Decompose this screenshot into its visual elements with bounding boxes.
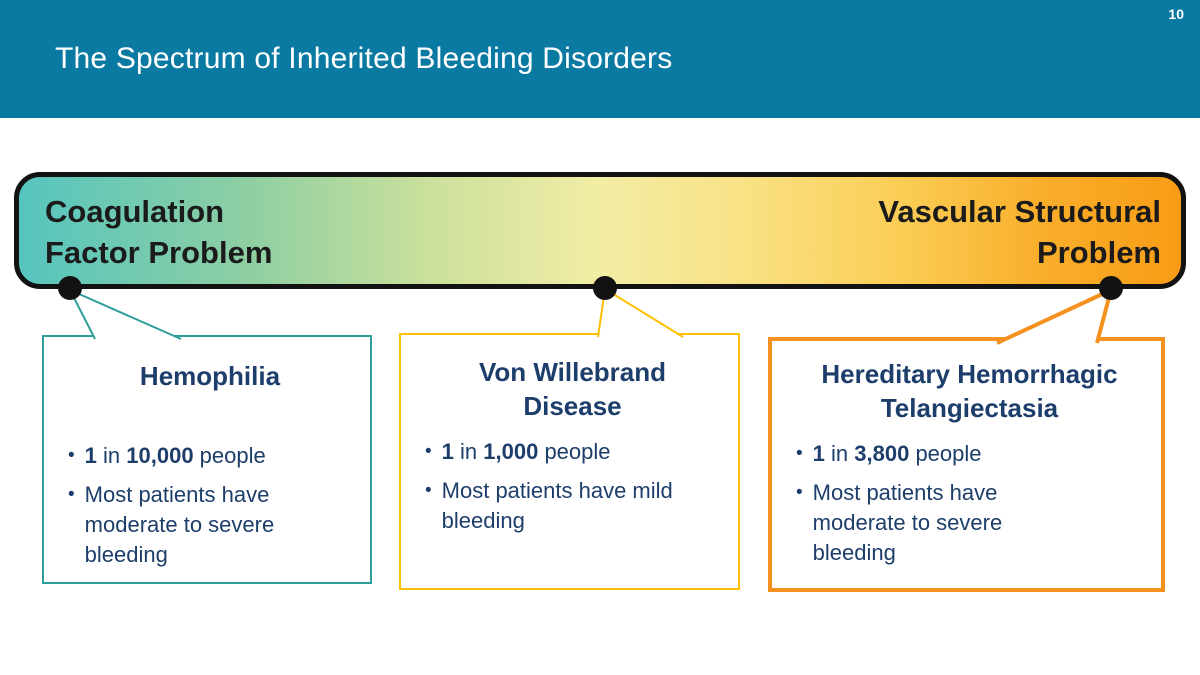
bullet-dot: • — [68, 484, 75, 505]
header-band: 10 The Spectrum of Inherited Bleeding Di… — [0, 0, 1200, 118]
bullet-dot: • — [68, 445, 75, 466]
slide-title: The Spectrum of Inherited Bleeding Disor… — [55, 42, 673, 75]
card-hemophilia-title: Hemophilia — [139, 361, 281, 391]
card-hht-bullets: • 1 in 3,800 people • Most patients have… — [790, 439, 1149, 568]
vwd-pointer-line — [604, 288, 684, 338]
hht-pointer-fill — [997, 290, 1111, 343]
hht-pointer-line — [996, 288, 1112, 345]
hemophilia-pointer-line — [69, 289, 182, 340]
vwd-pointer-fill — [598, 289, 683, 337]
bullet-text: Most patients have moderate to severe bl… — [84, 482, 275, 567]
bullet-item: • Most patients have moderate to severe … — [796, 478, 1149, 568]
bullet-text: 1 in 3,800 people — [812, 441, 982, 466]
bullet-dot: • — [425, 441, 432, 462]
bullet-text: 1 in 1,000 people — [441, 439, 611, 464]
spectrum-bar: Coagulation Factor Problem Vascular Stru… — [14, 172, 1186, 289]
card-hht: Hereditary Hemorrhagic Telangiectasia • … — [768, 337, 1165, 592]
card-hht-title: Hereditary Hemorrhagic Telangiectasia — [821, 359, 1118, 423]
hemophilia-pointer-fill — [70, 290, 181, 339]
card-von-willebrand-title: Von Willebrand Disease — [478, 357, 667, 421]
bullet-item: • 1 in 3,800 people — [796, 439, 1149, 469]
bullet-text: Most patients have mild bleeding — [441, 478, 673, 533]
bullet-item: • 1 in 1,000 people — [425, 437, 726, 467]
bullet-dot: • — [425, 480, 432, 501]
hht-pointer-line — [1095, 289, 1113, 344]
vwd-pointer-line — [597, 288, 606, 338]
hemophilia-pointer-line — [69, 289, 96, 340]
card-von-willebrand-bullets: • 1 in 1,000 people • Most patients have… — [419, 437, 726, 536]
bullet-text: 1 in 10,000 people — [84, 443, 266, 468]
bullet-item: • Most patients have moderate to severe … — [68, 480, 358, 570]
bar-label-coagulation: Coagulation Factor Problem — [45, 194, 273, 270]
bullet-item: • 1 in 10,000 people — [68, 441, 358, 471]
bullet-dot: • — [796, 443, 803, 464]
bullet-text: Most patients have moderate to severe bl… — [812, 480, 1003, 565]
bullet-item: • Most patients have mild bleeding — [425, 476, 726, 536]
bar-label-vascular: Vascular Structural Problem — [878, 194, 1161, 270]
card-hemophilia-bullets: • 1 in 10,000 people • Most patients hav… — [62, 441, 358, 570]
card-von-willebrand: Von Willebrand Disease • 1 in 1,000 peop… — [399, 333, 740, 590]
page-number: 10 — [1168, 6, 1184, 22]
bullet-dot: • — [796, 482, 803, 503]
card-hemophilia: Hemophilia • 1 in 10,000 people • Most p… — [42, 335, 372, 584]
